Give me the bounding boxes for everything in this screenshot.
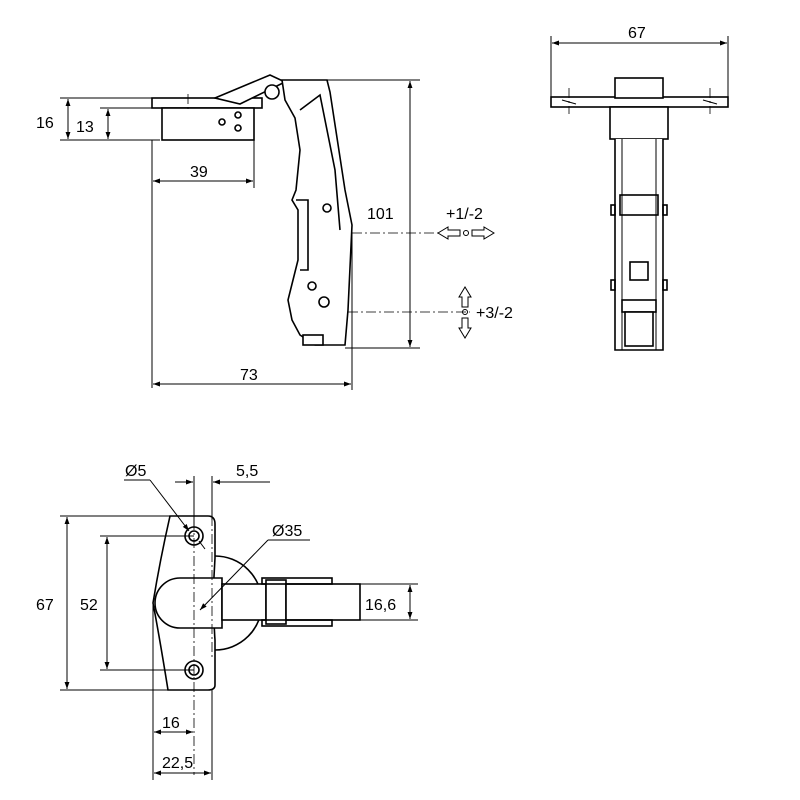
adjust-depth-label: +3/-2 (476, 305, 513, 322)
top-hinge-arm (221, 583, 267, 621)
dim-side-73: 73 (240, 367, 258, 384)
side-pivot-pin (264, 84, 280, 100)
dim-side-101: 101 (367, 206, 394, 223)
dim-top-22-5: 22,5 (162, 755, 193, 772)
dim-top-52: 52 (80, 597, 98, 614)
dim-side-39: 39 (190, 164, 208, 181)
dim-top-67: 67 (36, 597, 54, 614)
side-plate-body (161, 107, 255, 141)
side-hinge-arm (281, 79, 353, 346)
dim-front-67: 67 (628, 25, 646, 42)
dim-top-dia-5: Ø5 (125, 463, 146, 480)
lateral-adjust-arrow-icon (437, 226, 495, 240)
adjust-lateral-label: +1/-2 (446, 206, 483, 223)
front-hinge-arm (614, 139, 664, 351)
dim-top-5-5: 5,5 (236, 463, 258, 480)
dim-top-16: 16 (162, 715, 180, 732)
top-view: 67 52 16,6 16 22,5 5,5 Ø5 Ø35 (36, 463, 418, 780)
dim-side-16: 16 (36, 115, 54, 132)
dim-top-16-6: 16,6 (365, 597, 396, 614)
depth-adjust-arrow-icon (458, 286, 472, 339)
side-view: 16 13 39 73 101 +1/-2 (36, 74, 513, 390)
front-view: 67 (550, 25, 729, 351)
dim-side-13: 13 (76, 119, 94, 136)
dim-top-dia-35: Ø35 (272, 523, 302, 540)
